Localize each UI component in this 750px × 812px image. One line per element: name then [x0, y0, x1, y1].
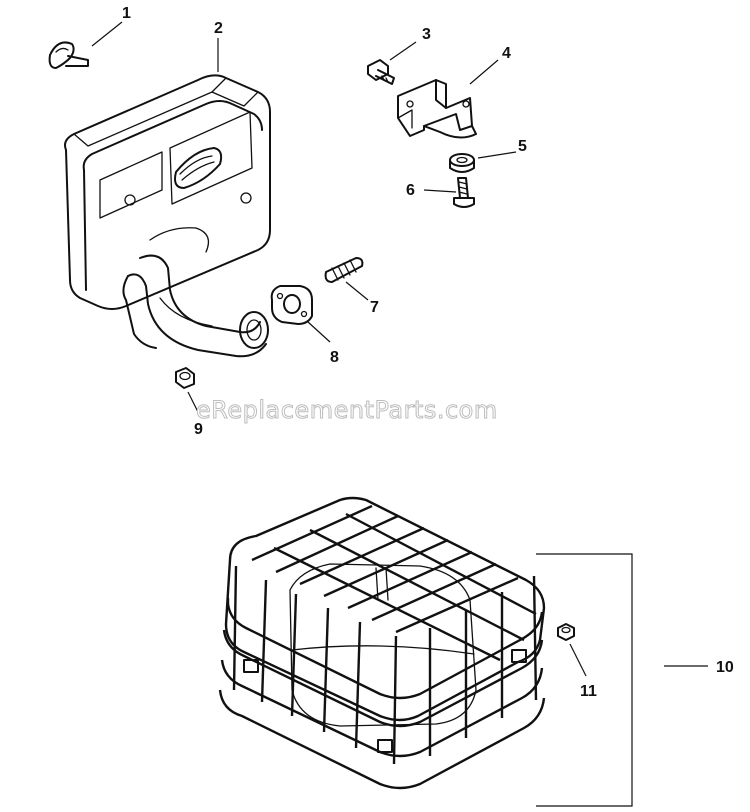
callout-1: 1 — [122, 5, 131, 22]
callout-bracket-10 — [536, 553, 708, 807]
part-7-stud — [324, 257, 364, 283]
part-1-spark-arrestor — [48, 41, 89, 69]
callout-2: 2 — [214, 20, 223, 37]
part-5-spacer — [449, 153, 475, 173]
callout-8: 8 — [330, 349, 339, 366]
callout-5: 5 — [518, 138, 527, 155]
callout-3: 3 — [422, 26, 431, 43]
callout-10: 10 — [716, 659, 734, 676]
part-11-nut — [557, 623, 575, 641]
part-2-muffler — [64, 74, 271, 358]
callout-4: 4 — [502, 45, 511, 62]
part-3-screw — [367, 59, 395, 85]
callout-6: 6 — [406, 182, 415, 199]
callout-11: 11 — [580, 683, 597, 700]
callout-7: 7 — [370, 299, 379, 316]
part-4-bracket — [397, 79, 477, 139]
part-8-gasket — [270, 285, 313, 325]
watermark: eReplacementParts.com — [196, 396, 498, 424]
part-6-bolt — [453, 177, 475, 208]
part-10-wire-guard — [218, 496, 546, 790]
leader-lines — [91, 21, 587, 677]
callout-9: 9 — [194, 421, 203, 438]
callout-labels: 1 2 3 4 5 6 7 8 9 10 11 — [122, 5, 734, 700]
part-9-nut — [175, 367, 195, 389]
